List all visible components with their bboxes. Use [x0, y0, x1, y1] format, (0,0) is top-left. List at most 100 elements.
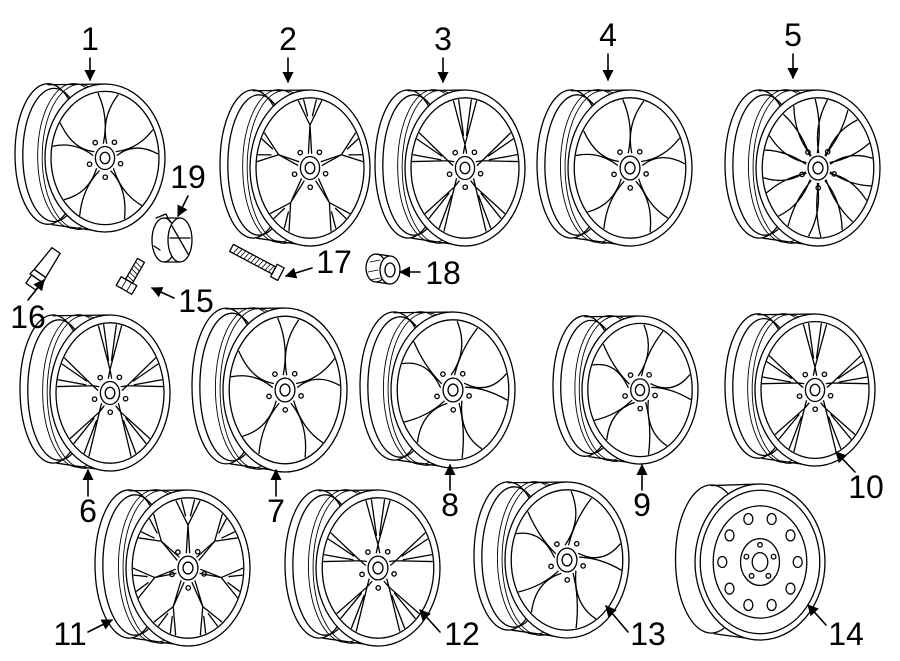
callout-14: 14: [828, 616, 864, 652]
spoke: [463, 373, 508, 401]
spoke: [515, 511, 557, 558]
spoke: [518, 570, 562, 613]
vent-hole: [766, 512, 777, 526]
spoke: [424, 178, 460, 232]
spoke: [52, 122, 95, 156]
spoke: [637, 324, 664, 377]
wheel-7: [191, 307, 348, 473]
leader-12: [419, 609, 441, 633]
spoke: [56, 357, 100, 391]
rim-front: [315, 489, 441, 647]
rim-front: [404, 89, 526, 247]
spoke: [401, 341, 443, 388]
hub: [274, 377, 296, 403]
wheel-4: [536, 89, 693, 247]
spoke: [829, 142, 873, 165]
small-parts-layer: [25, 213, 401, 296]
spoke: [110, 168, 142, 220]
callout-18: 18: [425, 255, 461, 291]
spoke: [191, 580, 223, 636]
spoke: [458, 400, 483, 459]
spoke: [199, 567, 244, 599]
callout-13: 13: [630, 616, 666, 652]
spoke: [814, 98, 828, 154]
leader-16: [27, 279, 45, 301]
leader-17: [284, 267, 313, 279]
rim-front: [44, 83, 166, 233]
spoke: [256, 132, 300, 166]
vent-hole: [743, 512, 754, 526]
spoke: [820, 400, 856, 453]
spoke: [323, 532, 368, 566]
callout-19: 19: [170, 159, 206, 195]
spoke: [808, 182, 822, 238]
wheel-6: [19, 314, 171, 472]
rim-front: [504, 481, 630, 639]
spoke: [404, 400, 448, 443]
lug-nut-18: [365, 253, 401, 285]
spoke: [315, 178, 351, 232]
spoke: [640, 137, 686, 166]
valve-stem-16: [25, 247, 61, 291]
hub: [556, 547, 578, 573]
spoke: [97, 92, 119, 144]
rim-front: [754, 313, 876, 467]
vent-hole: [785, 529, 796, 542]
hub: [442, 377, 464, 403]
rim-front: [390, 311, 516, 469]
spoke: [587, 178, 625, 229]
hub: [804, 377, 826, 403]
spoke: [297, 99, 323, 154]
wheel-14: [674, 483, 826, 641]
spoke: [764, 135, 807, 165]
hub: [177, 555, 199, 581]
spoke: [594, 399, 635, 441]
spoke: [575, 130, 620, 166]
spoke: [622, 99, 645, 154]
wheel-8: [359, 311, 516, 469]
spoke: [829, 171, 872, 201]
spoke: [470, 178, 506, 232]
callout-16: 16: [10, 299, 46, 335]
leader-lines: [27, 53, 856, 633]
hub: [99, 380, 121, 406]
spoke: [761, 355, 805, 388]
hub: [94, 145, 116, 171]
vent-hole: [766, 598, 777, 612]
vent-hole: [743, 598, 754, 612]
lock-bolt-17: [228, 243, 285, 282]
leader-11: [87, 619, 114, 633]
spoke: [450, 320, 478, 376]
spoke: [778, 179, 812, 227]
callout-2: 2: [279, 21, 297, 57]
spoke: [564, 490, 592, 546]
spoke: [290, 400, 324, 458]
leader-14: [807, 604, 827, 626]
hub: [454, 155, 476, 181]
wheel-5: [724, 89, 881, 247]
spoke: [97, 324, 123, 379]
spoke: [295, 358, 341, 388]
rim-front: [49, 314, 171, 472]
hub: [299, 155, 321, 181]
spoke: [783, 105, 812, 157]
rim-front: [222, 307, 348, 473]
rim-front: [249, 89, 371, 247]
spoke: [365, 499, 391, 554]
spoke: [132, 567, 177, 599]
callout-8: 8: [441, 487, 459, 523]
wheel-12: [284, 489, 441, 647]
wheel-3: [374, 89, 526, 247]
wheel-9: [552, 315, 699, 465]
spoke: [63, 168, 100, 216]
spoke: [336, 578, 373, 632]
spoke: [115, 403, 151, 457]
callout-17: 17: [316, 244, 352, 280]
leader-13: [605, 605, 629, 633]
spoke: [120, 357, 164, 391]
callout-12: 12: [444, 616, 480, 652]
callout-5: 5: [784, 17, 802, 53]
wheel-11: [94, 489, 251, 647]
wheel-2: [219, 89, 371, 247]
